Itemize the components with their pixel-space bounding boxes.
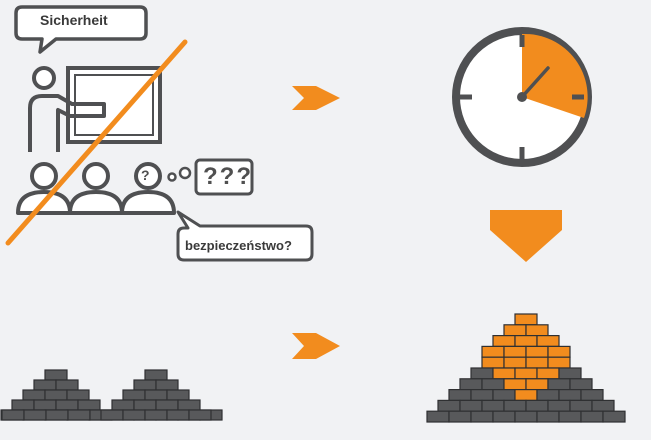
brick: [459, 378, 483, 391]
brick: [503, 399, 527, 412]
brick: [536, 389, 560, 402]
brick: [448, 389, 472, 402]
brick: [166, 389, 190, 401]
brick: [155, 399, 179, 411]
brick: [602, 410, 626, 423]
brick: [536, 410, 560, 423]
arrow-down-icon: [490, 210, 562, 262]
teacher-head: [32, 66, 56, 90]
brick: [133, 379, 157, 391]
brick: [45, 409, 69, 421]
brick: [503, 345, 527, 358]
brick: [481, 378, 505, 391]
brick: [525, 324, 549, 337]
brick: [33, 399, 57, 411]
brick: [437, 399, 461, 412]
brick: [503, 324, 527, 337]
brick: [503, 378, 527, 391]
brick: [133, 399, 157, 411]
brick: [55, 379, 79, 391]
brick: [580, 389, 604, 402]
brick-pyramid-icon: [100, 369, 212, 421]
brick: [122, 389, 146, 401]
brick: [514, 410, 538, 423]
german-word-label: Sicherheit: [40, 12, 108, 28]
speech-bubble-german: [14, 5, 148, 54]
brick: [536, 335, 560, 348]
clock-icon: [452, 27, 592, 167]
brick: [33, 379, 57, 391]
brick: [144, 369, 168, 381]
brick: [67, 409, 91, 421]
brick: [188, 409, 212, 421]
brick: [558, 410, 582, 423]
brick: [111, 399, 135, 411]
arrow-right-icon: [292, 86, 340, 110]
brick: [514, 389, 538, 402]
brick: [569, 378, 593, 391]
brick: [1, 409, 25, 421]
brick: [470, 389, 494, 402]
brick: [470, 410, 494, 423]
brick-pyramid-icon: [426, 313, 626, 423]
brick: [55, 399, 79, 411]
brick: [144, 389, 168, 401]
brick: [547, 345, 571, 358]
brick: [23, 409, 47, 421]
brick: [514, 367, 538, 380]
question-box: [194, 158, 254, 196]
brick: [122, 409, 146, 421]
brick: [591, 399, 615, 412]
brick: [569, 399, 593, 412]
brick: [448, 410, 472, 423]
brick: [470, 367, 494, 380]
polish-word-label: bezpieczeństwo?: [185, 238, 292, 253]
brick: [492, 367, 516, 380]
brick: [525, 378, 549, 391]
brick: [547, 399, 571, 412]
brick: [525, 345, 549, 358]
brick: [44, 389, 68, 401]
question-head: [134, 162, 162, 190]
brick: [492, 410, 516, 423]
brick: [44, 369, 68, 381]
brick: [503, 356, 527, 369]
brick: [77, 399, 101, 411]
brick: [580, 410, 604, 423]
brick: [492, 389, 516, 402]
student-question-mark: ?: [141, 167, 150, 183]
question-marks-label: ???: [203, 163, 253, 190]
brick: [426, 410, 450, 423]
brick: [558, 367, 582, 380]
brick: [177, 399, 201, 411]
arrow-right-icon: [292, 333, 340, 359]
brick: [22, 389, 46, 401]
brick: [66, 389, 90, 401]
brick: [459, 399, 483, 412]
brick: [166, 409, 190, 421]
brick: [514, 335, 538, 348]
brick: [514, 313, 538, 326]
teacher-at-board-icon: [14, 5, 162, 152]
brick: [11, 399, 35, 411]
brick: [100, 409, 124, 421]
brick: [492, 335, 516, 348]
brick: [547, 378, 571, 391]
brick: [536, 367, 560, 380]
brick: [525, 399, 549, 412]
brick: [144, 409, 168, 421]
brick: [547, 356, 571, 369]
brick: [481, 356, 505, 369]
brick: [481, 399, 505, 412]
brick: [525, 356, 549, 369]
brick: [481, 345, 505, 358]
cross-out-line: [5, 39, 188, 246]
whiteboard: [66, 66, 162, 144]
speech-bubble-polish: [176, 210, 314, 262]
brick: [155, 379, 179, 391]
brick: [558, 389, 582, 402]
